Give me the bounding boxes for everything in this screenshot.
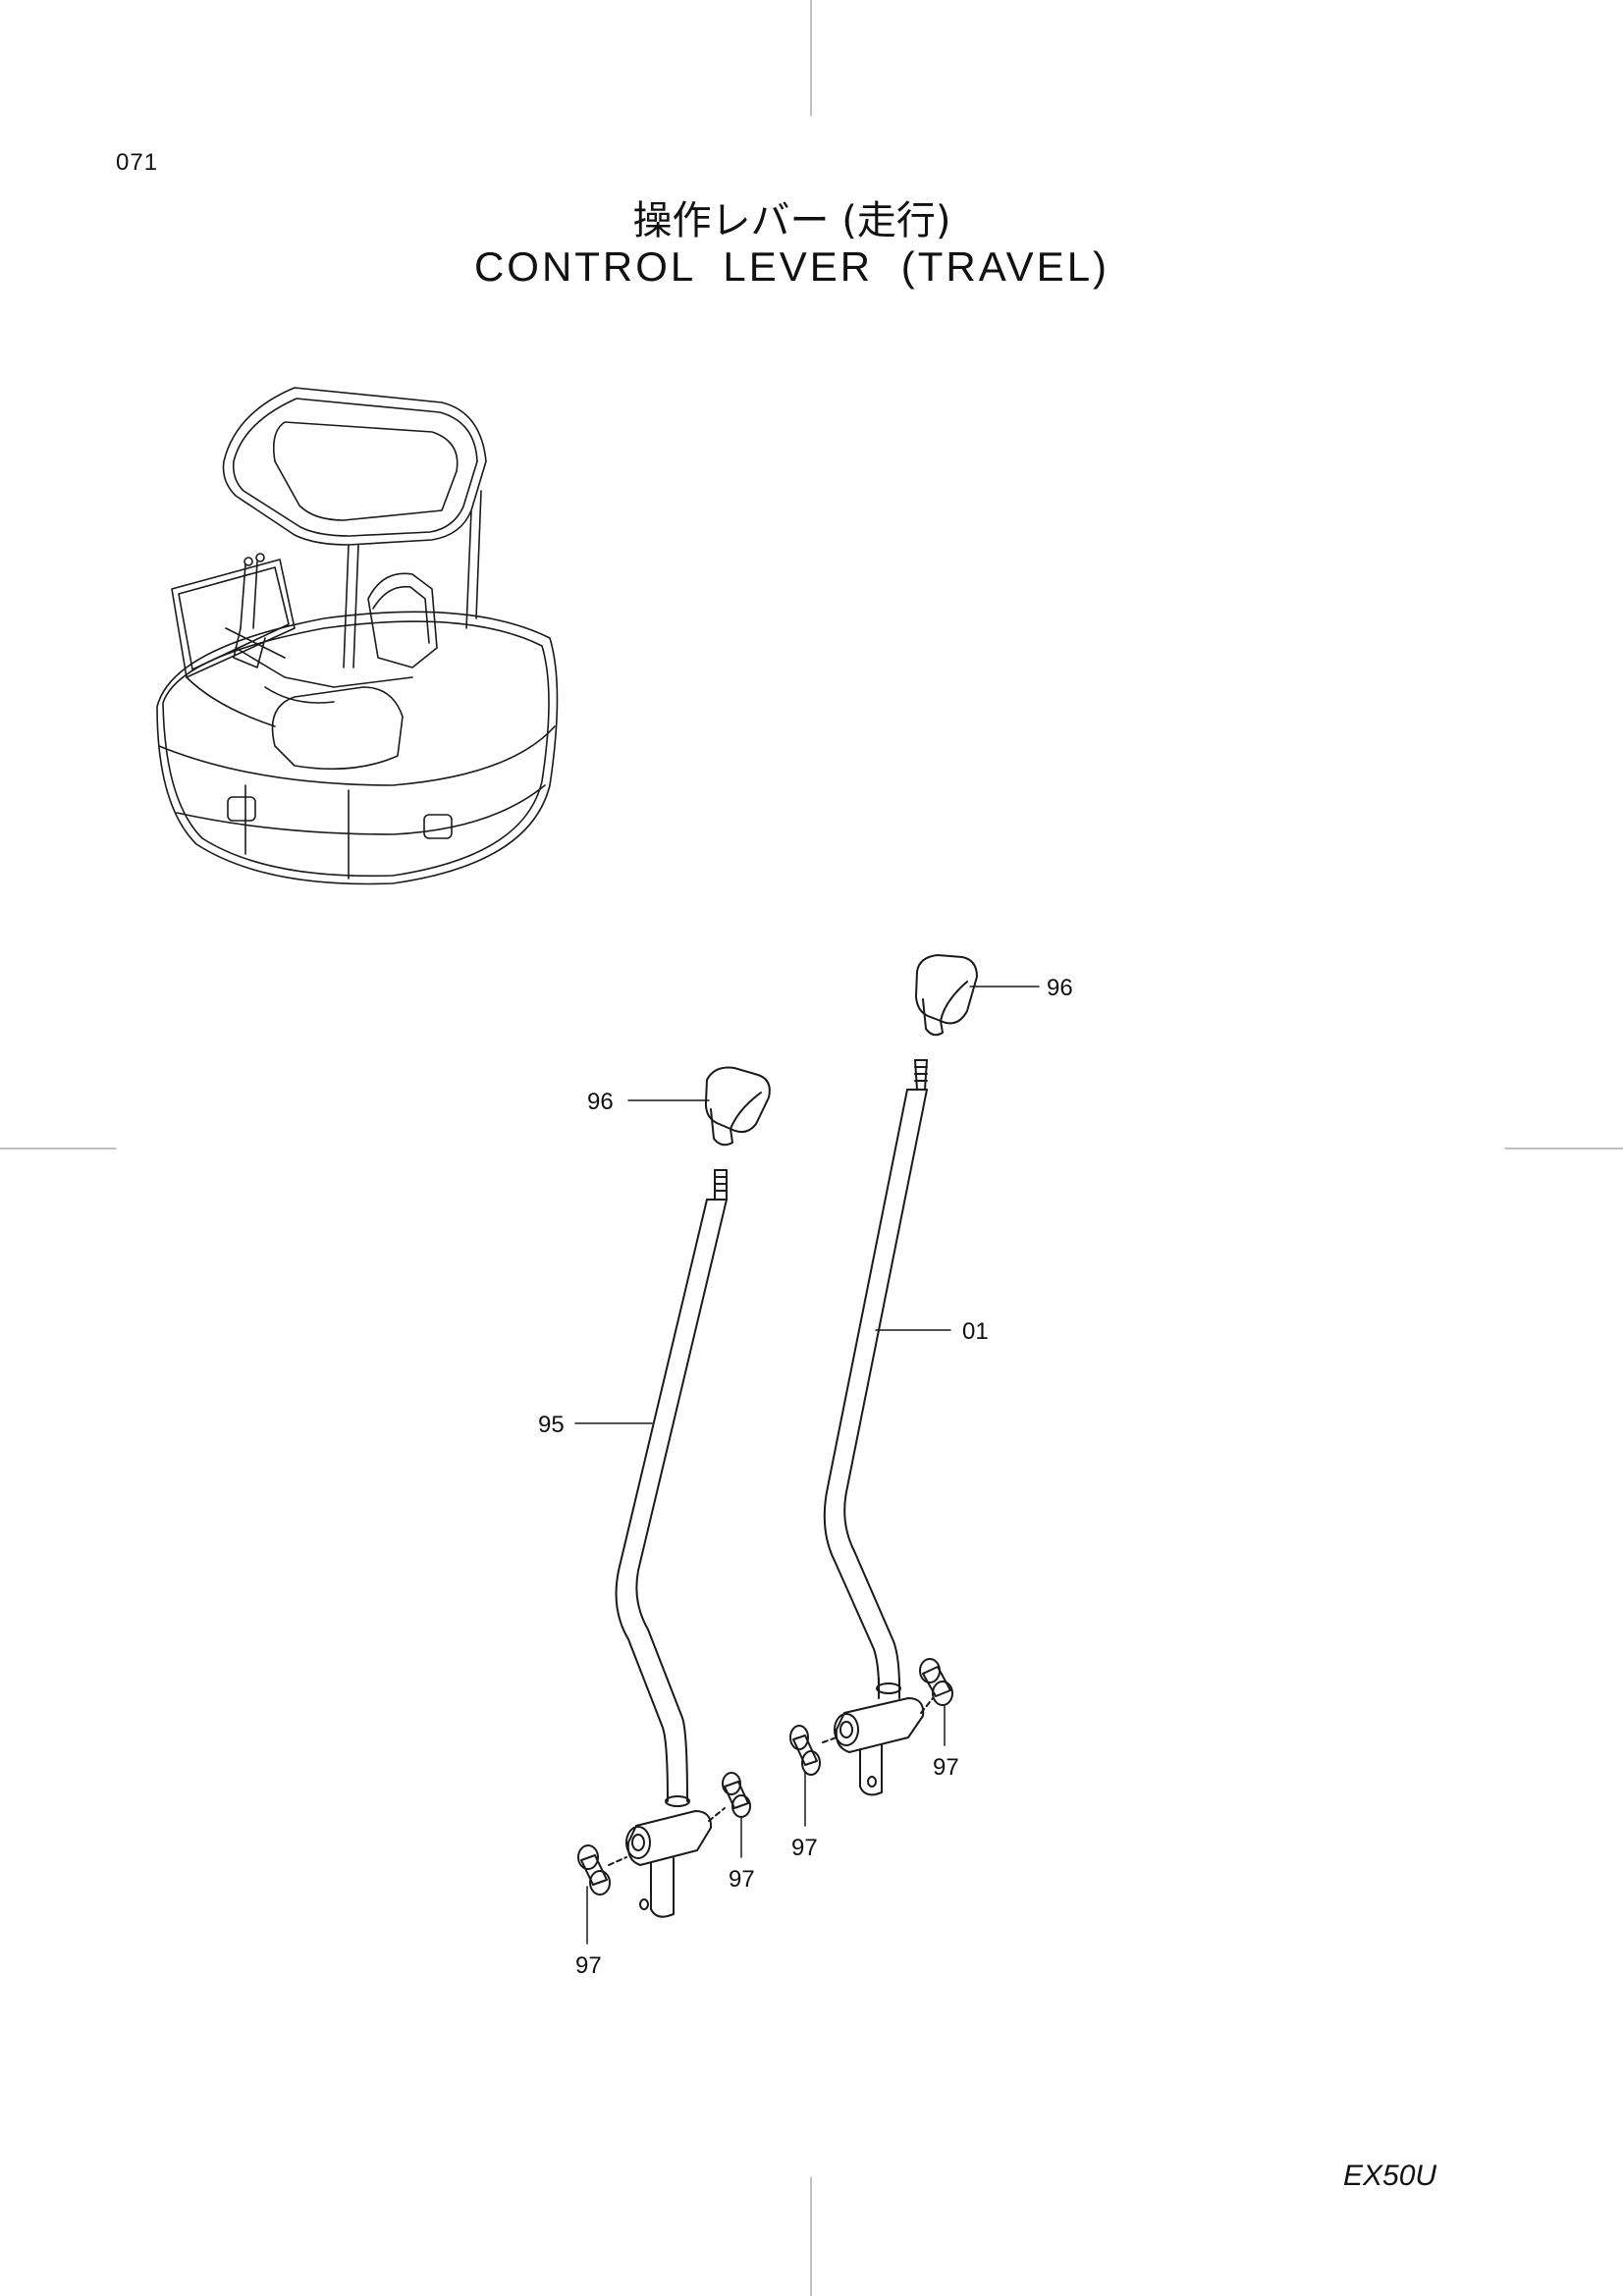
callout-96-right: 96 — [1047, 975, 1073, 1001]
right-spacer-left — [789, 1725, 821, 1776]
left-spacer-right — [722, 1772, 751, 1818]
left-lever-rod — [615, 1199, 708, 1802]
right-lever-tip — [914, 1059, 928, 1091]
right-pivot-boss — [834, 1678, 925, 1796]
title-english-text: CONTROL LEVER (TRAVEL) — [473, 243, 1110, 290]
callout-97-right-upper: 97 — [933, 1754, 959, 1781]
left-pivot-boss — [625, 1795, 713, 1918]
left-spacer-left — [577, 1844, 611, 1896]
model-label: EX50U — [1343, 2160, 1437, 2192]
page-number: 071 — [116, 149, 159, 176]
machine-overview-illustration — [156, 387, 559, 885]
title-japanese-text: 操作レバー (走行) — [632, 198, 951, 243]
leader-lines — [574, 986, 1040, 1945]
page-title-japanese: 操作レバー (走行) — [0, 188, 1623, 245]
page-title-english: CONTROL LEVER (TRAVEL) — [0, 243, 1623, 291]
callout-labels: 96 96 01 95 97 97 97 97 — [538, 975, 1073, 1979]
callout-96-left: 96 — [587, 1089, 614, 1115]
left-knob — [704, 1066, 771, 1147]
right-knob — [915, 954, 978, 1037]
left-lever-tip — [714, 1169, 728, 1201]
callout-97-right-lower: 97 — [791, 1835, 818, 1861]
right-spacer-right — [919, 1658, 953, 1706]
callout-95: 95 — [538, 1412, 565, 1438]
callout-97-left-lower: 97 — [575, 1952, 602, 1979]
right-lever-rod — [823, 1089, 908, 1689]
callout-01: 01 — [962, 1318, 989, 1345]
left-lever-assembly — [577, 1066, 771, 1918]
callout-97-left-upper: 97 — [729, 1866, 755, 1893]
right-lever-assembly — [789, 954, 978, 1796]
